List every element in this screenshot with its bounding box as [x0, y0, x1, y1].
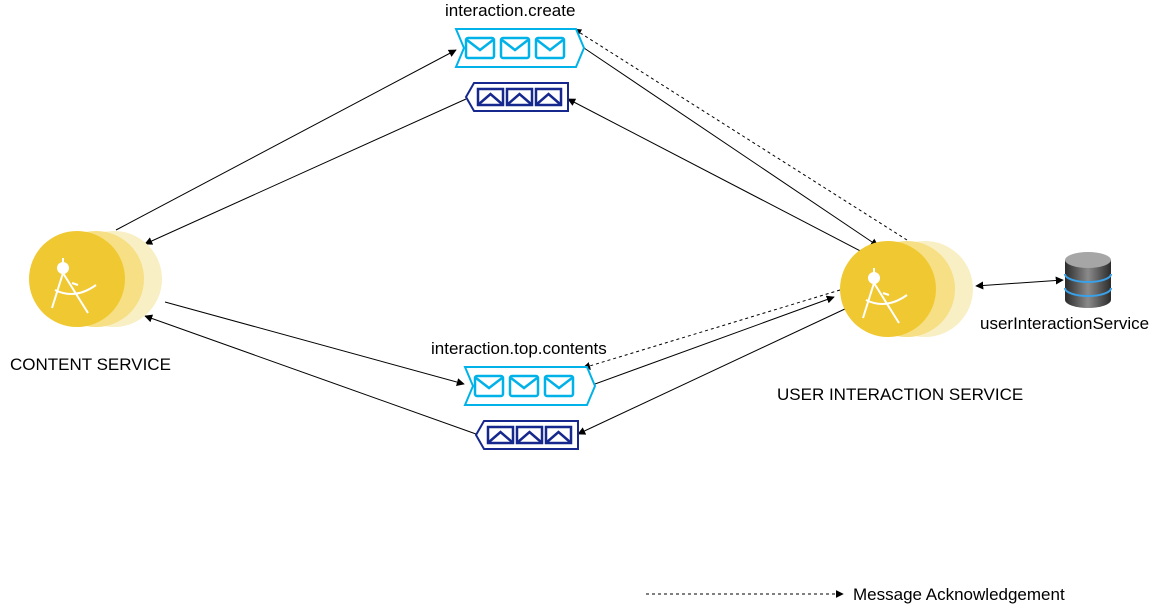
interaction-create-reply-queue — [464, 82, 569, 112]
content-service-icon — [29, 231, 162, 327]
interaction-create-queue-label: interaction.create — [445, 1, 576, 20]
content-to-create-queue-arrow — [115, 49, 457, 231]
interaction-top-contents-reply-queue — [474, 420, 579, 450]
user-service-db-arrow — [975, 276, 1064, 290]
top-contents-reply-to-content-arrow — [144, 314, 477, 435]
create-reply-to-content-arrow — [144, 98, 467, 245]
connections — [115, 28, 1064, 435]
user-service-to-create-reply-arrow — [567, 98, 871, 257]
compass-icon — [862, 268, 908, 324]
content-service-label: CONTENT SERVICE — [10, 355, 171, 374]
interaction-top-contents-queue — [463, 366, 597, 406]
top-contents-ack-arrow — [582, 289, 841, 370]
legend-label: Message Acknowledgement — [853, 585, 1065, 604]
user-interaction-service-icon — [840, 241, 973, 337]
compass-icon — [51, 258, 97, 314]
create-queue-to-user-service-arrow — [583, 47, 879, 247]
database-label: userInteractionService — [980, 314, 1150, 333]
user-service-to-top-contents-reply-arrow — [577, 307, 848, 435]
create-ack-arrow — [573, 28, 908, 241]
interaction-top-contents-queue-label: interaction.top.contents — [431, 339, 607, 358]
database-icon — [1064, 252, 1112, 308]
user-interaction-service-label: USER INTERACTION SERVICE — [777, 385, 1024, 404]
interaction-create-queue — [454, 28, 586, 68]
content-to-top-contents-queue-arrow — [164, 301, 465, 386]
top-contents-queue-to-user-service-arrow — [594, 295, 835, 385]
